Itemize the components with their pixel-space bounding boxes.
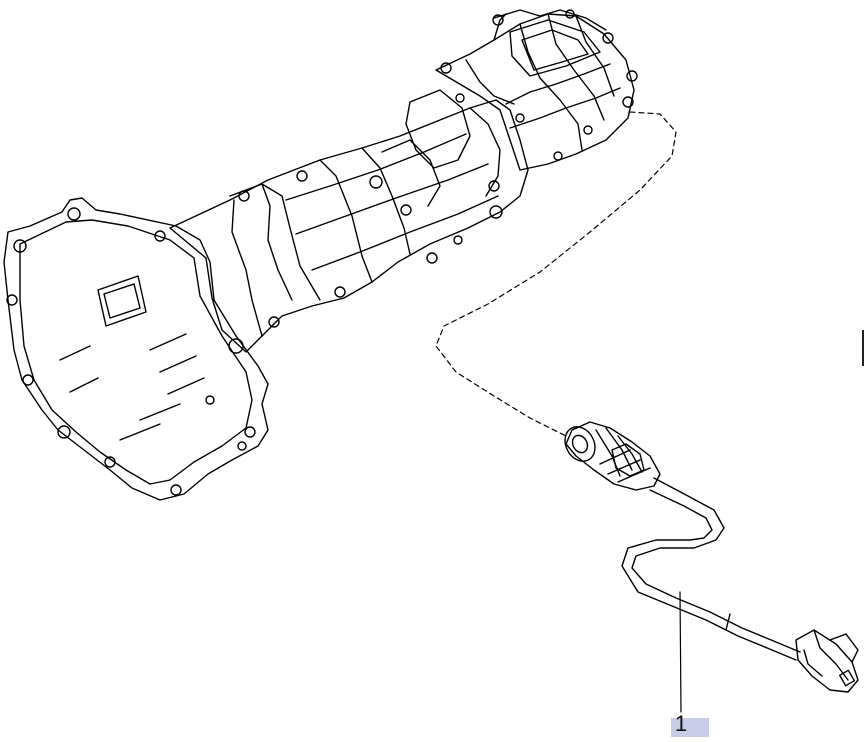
bell-housing xyxy=(3,197,269,501)
main-case xyxy=(169,99,529,353)
image-edge-mark xyxy=(862,330,864,366)
bell-bolt-holes xyxy=(6,207,256,496)
inspection-window xyxy=(97,275,147,327)
callout-leader-line xyxy=(679,591,682,713)
transmission-assembly xyxy=(3,9,638,501)
speed-sensor xyxy=(564,421,661,491)
callout-number-1: 1 xyxy=(674,711,688,736)
tower-bolts xyxy=(440,9,638,161)
shift-tower xyxy=(435,13,635,171)
dashed-leader-line xyxy=(435,111,677,437)
callout-highlight xyxy=(671,718,709,737)
case-bolts xyxy=(238,170,503,328)
sensor-harness-cable xyxy=(621,477,801,661)
harness-connector xyxy=(795,629,859,693)
